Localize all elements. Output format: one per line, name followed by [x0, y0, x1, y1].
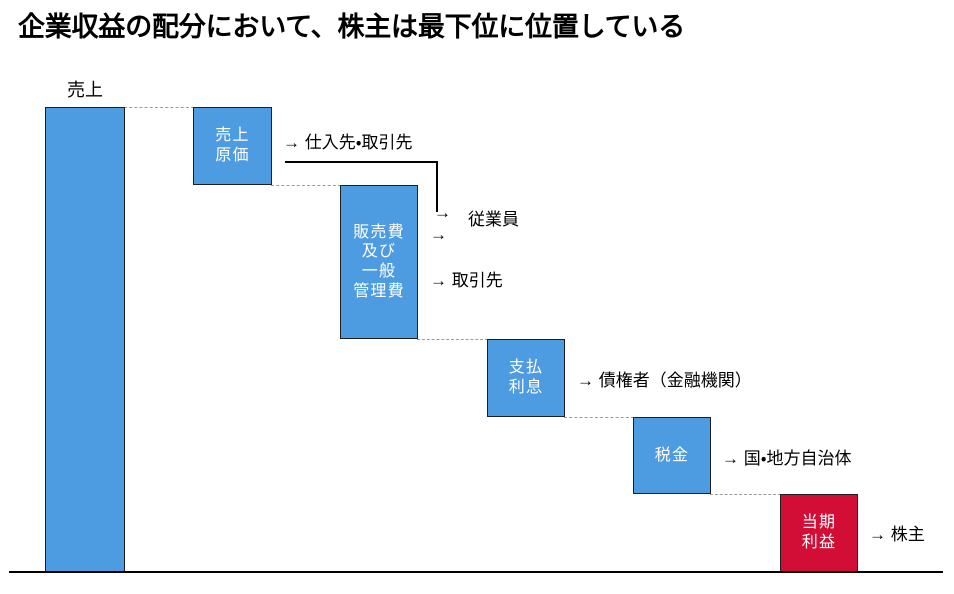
- annotation-shareholders: → 株主: [869, 525, 925, 544]
- connector-sales-to-cost: [124, 107, 194, 108]
- bar-tax-label-line-1: 税金: [654, 446, 690, 464]
- annotation-partners: → 取引先: [430, 271, 503, 290]
- bar-tax[interactable]: 税金: [633, 417, 711, 494]
- annotation-government: → 国・地方自治体: [722, 449, 852, 468]
- bar-sga[interactable]: 販売費 及び 一般 管理費: [340, 185, 418, 339]
- bar-sga-label-line-3: 一般: [361, 263, 397, 280]
- bar-net-income[interactable]: 当期 利益: [780, 494, 858, 572]
- bar-interest-expense[interactable]: 支払 利息: [487, 339, 565, 417]
- leader-arrow-head: →: [434, 203, 451, 222]
- leader-line-horizontal: [285, 161, 438, 163]
- page-title: 企業収益の配分において、株主は最下位に位置している: [18, 12, 686, 42]
- bar-cost-of-sales-label-line-1: 売上: [215, 127, 250, 145]
- connector-interest-to-tax: [564, 417, 634, 418]
- bar-cost-of-sales[interactable]: 売上 原価: [193, 107, 272, 185]
- bar-cost-of-sales-label-line-2: 原価: [215, 147, 250, 164]
- bar-net-income-label-line-2: 利益: [801, 534, 837, 551]
- connector-cost-to-sga: [271, 185, 341, 186]
- bar-sales-label: 売上: [67, 80, 103, 100]
- bar-sga-label-line-1: 販売費: [353, 223, 405, 241]
- annotation-creditors: → 債権者（金融機関）: [577, 371, 752, 390]
- bar-interest-expense-label-line-2: 利息: [508, 379, 544, 396]
- connector-tax-to-income: [710, 494, 781, 495]
- leader-line-vertical: [436, 161, 438, 212]
- bar-sales[interactable]: [45, 107, 125, 572]
- axis-baseline: [9, 571, 943, 573]
- bar-net-income-label-line-1: 当期: [801, 514, 837, 532]
- bar-interest-expense-label-line-1: 支払: [508, 359, 544, 377]
- annotation-employees-arrow-2: →: [430, 225, 447, 244]
- bar-sga-label-line-4: 管理費: [353, 282, 405, 300]
- annotation-suppliers: → 仕入先・取引先: [283, 133, 413, 152]
- connector-sga-to-interest: [417, 339, 488, 340]
- annotation-employees: 従業員: [468, 210, 519, 229]
- bar-sga-label-line-2: 及び: [361, 243, 397, 261]
